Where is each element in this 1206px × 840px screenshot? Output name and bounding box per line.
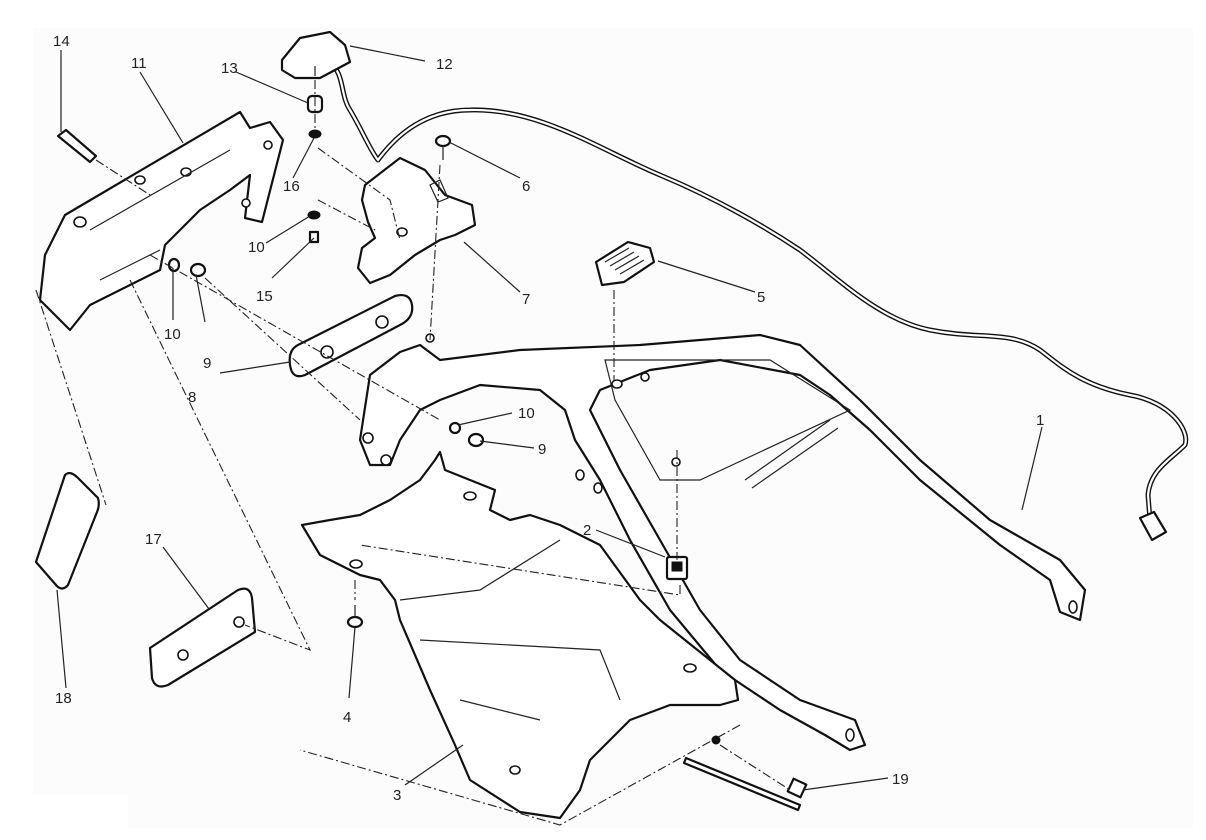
part-reflector — [34, 471, 100, 590]
callout-5: 5 — [757, 289, 765, 306]
callout-10-left: 10 — [164, 326, 181, 343]
drawing-area-lower — [128, 795, 1193, 828]
part-rear-frame — [358, 333, 1087, 752]
assembly-lines — [35, 80, 791, 826]
callout-numbers: 14 11 13 12 16 10 15 6 7 5 10 9 8 10 9 2… — [53, 33, 1044, 804]
part-washer-16 — [308, 129, 322, 139]
part-screw-6 — [434, 134, 452, 160]
part-mudguard — [300, 450, 740, 820]
callout-11: 11 — [131, 55, 147, 72]
callout-1: 1 — [1036, 412, 1044, 429]
part-washer-10-upper — [307, 210, 321, 220]
part-washer-10-mid — [448, 421, 462, 435]
part-nut-9-mid — [467, 432, 485, 448]
callout-19: 19 — [892, 771, 909, 788]
part-gasket — [288, 293, 414, 378]
callout-3: 3 — [393, 787, 401, 804]
part-license-plate-holder — [38, 110, 285, 332]
part-clip-nut — [665, 555, 689, 581]
callout-13: 13 — [221, 60, 238, 77]
callout-8: 8 — [188, 389, 196, 406]
callout-15: 15 — [256, 288, 273, 305]
callout-16: 16 — [283, 178, 300, 195]
part-screw-4 — [346, 605, 364, 629]
callout-18: 18 — [55, 690, 72, 707]
cable-connector-icon — [1138, 510, 1168, 542]
part-reflector-base — [148, 587, 257, 688]
callout-4: 4 — [343, 709, 351, 726]
callout-9-left: 9 — [203, 355, 211, 372]
callout-6: 6 — [522, 178, 530, 195]
light-cable — [327, 59, 1189, 542]
part-washer-10-left — [167, 257, 181, 273]
callout-17: 17 — [145, 531, 162, 548]
callout-14: 14 — [53, 33, 70, 50]
part-license-plate-light — [280, 30, 352, 80]
leader-lines — [56, 45, 1043, 791]
part-cable-tie — [682, 735, 808, 812]
part-screw-14 — [56, 128, 98, 164]
part-connector-cover — [594, 240, 656, 287]
callout-2: 2 — [583, 522, 591, 539]
callout-9-mid: 9 — [538, 441, 546, 458]
part-nut-9-left — [189, 262, 207, 278]
callout-10-upper: 10 — [248, 239, 265, 256]
callout-10-mid: 10 — [518, 405, 535, 422]
callout-7: 7 — [522, 291, 530, 308]
part-bracket — [356, 156, 477, 285]
callout-12: 12 — [436, 56, 453, 73]
